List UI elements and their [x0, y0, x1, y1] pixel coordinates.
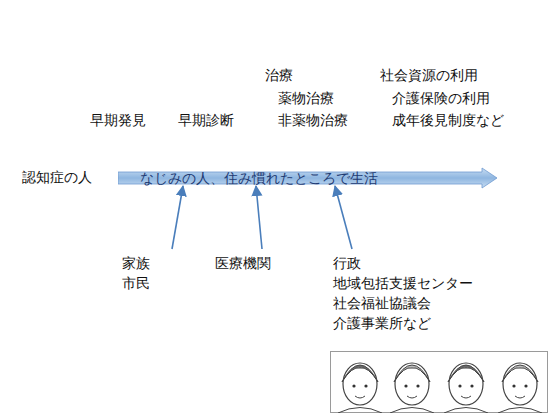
support-text: 行政 [333, 253, 473, 273]
item-text: 薬物治療 [278, 89, 334, 107]
support-text: 介護事業所など [333, 313, 473, 333]
item-text: 早期発見 [90, 111, 146, 129]
faces-frame [331, 352, 548, 413]
support-group: 行政地域包括支援センター社会福祉協議会介護事業所など [333, 253, 473, 333]
category-heading: 社会資源の利用 [380, 66, 478, 84]
item-text: 早期診断 [178, 111, 234, 129]
faces-illustration [338, 363, 542, 413]
face-drawing [444, 363, 488, 413]
support-arrow [335, 186, 352, 249]
band-text: なじみの人、住み慣れたところで生活 [118, 167, 498, 189]
item-text: 成年後見制度など [392, 111, 504, 129]
item-text: 非薬物治療 [278, 111, 348, 129]
support-group: 医療機関 [215, 253, 271, 273]
face-drawing [498, 363, 542, 413]
life-band: なじみの人、住み慣れたところで生活 [118, 167, 498, 189]
support-arrow [256, 186, 262, 249]
support-group: 家族市民 [122, 253, 150, 293]
category-heading: 治療 [265, 66, 293, 84]
support-text: 医療機関 [215, 253, 271, 273]
face-drawing [390, 363, 434, 413]
support-text: 家族 [122, 253, 150, 273]
support-text: 地域包括支援センター [333, 273, 473, 293]
support-arrow [172, 186, 183, 249]
support-text: 市民 [122, 273, 150, 293]
subject-label: 認知症の人 [22, 168, 92, 186]
support-text: 社会福祉協議会 [333, 293, 473, 313]
face-drawing [338, 363, 382, 413]
item-text: 介護保険の利用 [392, 89, 490, 107]
